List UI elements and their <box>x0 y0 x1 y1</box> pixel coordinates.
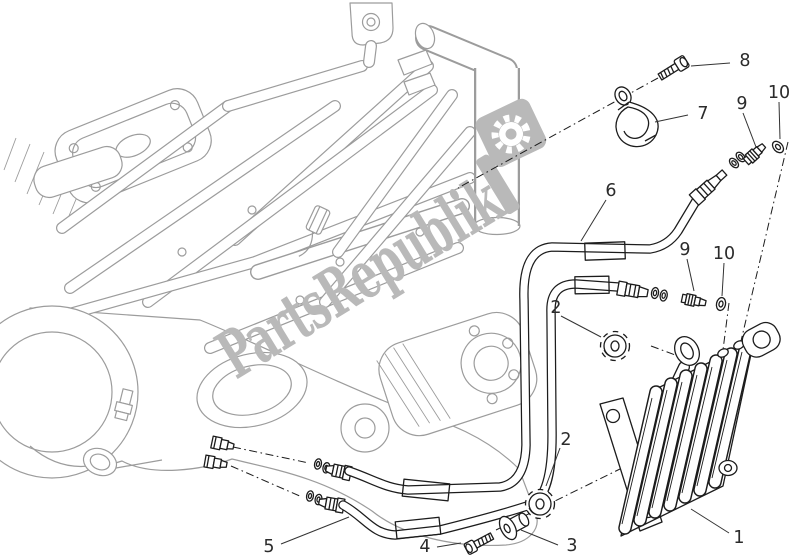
gear-flag-icon <box>475 98 547 215</box>
callout-label-9: 9 <box>736 94 747 114</box>
clamp-part7 <box>614 86 659 148</box>
callout-label-3: 3 <box>566 536 577 556</box>
leader-line-2 <box>545 447 561 487</box>
leader-line-10 <box>721 262 725 297</box>
callout-label-4: 4 <box>419 537 430 557</box>
callout-label-2: 2 <box>560 430 571 450</box>
callout-label-1: 1 <box>733 528 744 548</box>
leader-line-8 <box>690 62 731 67</box>
callout-label-2: 2 <box>550 298 561 318</box>
union-fitting-part9-upper <box>742 143 767 166</box>
leader-line-7 <box>654 114 689 123</box>
leader-line-1 <box>690 508 730 534</box>
callout-label-6: 6 <box>605 181 616 201</box>
callout-label-9: 9 <box>679 240 690 260</box>
callout-label-7: 7 <box>697 104 708 124</box>
engine-oil-ports <box>203 435 235 470</box>
upper-seal-washers <box>728 151 746 169</box>
leader-line-6 <box>580 199 607 242</box>
washer-part10-lower <box>715 296 727 312</box>
bolt-part8 <box>657 55 690 81</box>
leader-line-9 <box>686 258 695 292</box>
engine-frame-sketch <box>0 2 538 547</box>
callout-label-10: 10 <box>768 83 790 103</box>
spacer-part3 <box>498 512 530 541</box>
leader-line-5 <box>280 516 350 545</box>
bolt-part4 <box>463 532 495 555</box>
callout-label-10: 10 <box>713 244 735 264</box>
oil-cooler-part1 <box>599 321 781 537</box>
callout-label-5: 5 <box>263 537 274 557</box>
leader-line-9 <box>742 112 757 148</box>
lower-hose-end-fitting <box>616 280 649 299</box>
rubber-mount-part2-lower <box>524 488 556 520</box>
callout-label-8: 8 <box>739 51 750 71</box>
lower-seal-washers <box>650 286 668 302</box>
leader-line-10 <box>778 101 781 140</box>
leader-line-4 <box>436 542 462 548</box>
leader-line-2 <box>560 315 602 338</box>
leader-line-3 <box>520 529 559 546</box>
upper-hose-end-fitting <box>688 169 728 206</box>
callout-layer: 8 7 9 10 6 9 10 2 2 5 4 3 1 <box>263 51 790 557</box>
rubber-mount-part2-upper <box>599 330 631 362</box>
washer-part10-upper <box>771 140 785 154</box>
union-fitting-part9-lower <box>680 292 707 307</box>
